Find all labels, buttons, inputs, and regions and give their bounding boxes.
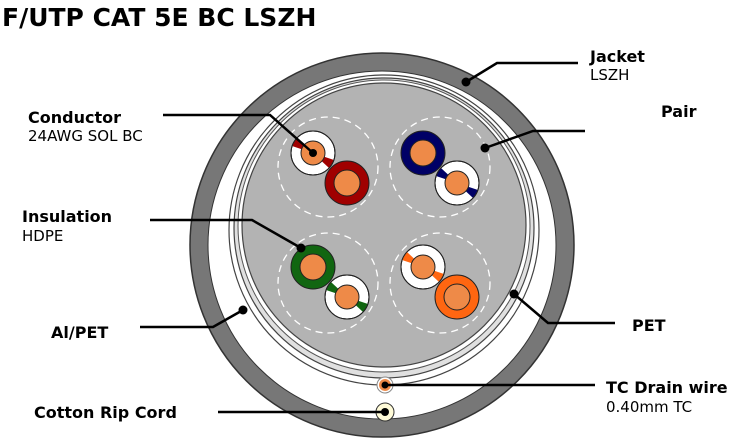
jacket-label: Jacket	[589, 47, 645, 66]
core	[241, 82, 527, 368]
wire-orange	[434, 274, 480, 320]
drain-wire-detail: 0.40mm TC	[606, 398, 692, 416]
pair-label: Pair	[661, 102, 697, 121]
wire-white-orange	[400, 244, 446, 290]
pet-label: PET	[632, 316, 666, 335]
wire-brownred	[324, 160, 370, 206]
insulation-label: Insulation	[22, 207, 112, 226]
pair-boundary	[277, 116, 379, 218]
drain-wire-label: TC Drain wire	[606, 378, 728, 397]
diagram-title: F/UTP CAT 5E BC LSZH	[2, 3, 316, 32]
jacket-detail: LSZH	[590, 66, 629, 84]
pair-boundary	[389, 232, 491, 334]
conductor-label: Conductor	[28, 108, 121, 127]
leader-lines	[140, 61, 615, 416]
pair-boundary	[277, 232, 379, 334]
rip-cord-label: Cotton Rip Cord	[34, 403, 177, 422]
wire-green	[290, 244, 336, 290]
al-pet-label: Al/PET	[51, 323, 108, 342]
pair-boundary	[389, 116, 491, 218]
insulation-detail: HDPE	[22, 227, 63, 245]
wire-blue	[400, 130, 446, 176]
wire-white-blue	[434, 160, 480, 206]
wire-white-green	[324, 274, 370, 320]
conductor-detail: 24AWG SOL BC	[28, 127, 143, 145]
cable-cross-section	[189, 52, 575, 438]
